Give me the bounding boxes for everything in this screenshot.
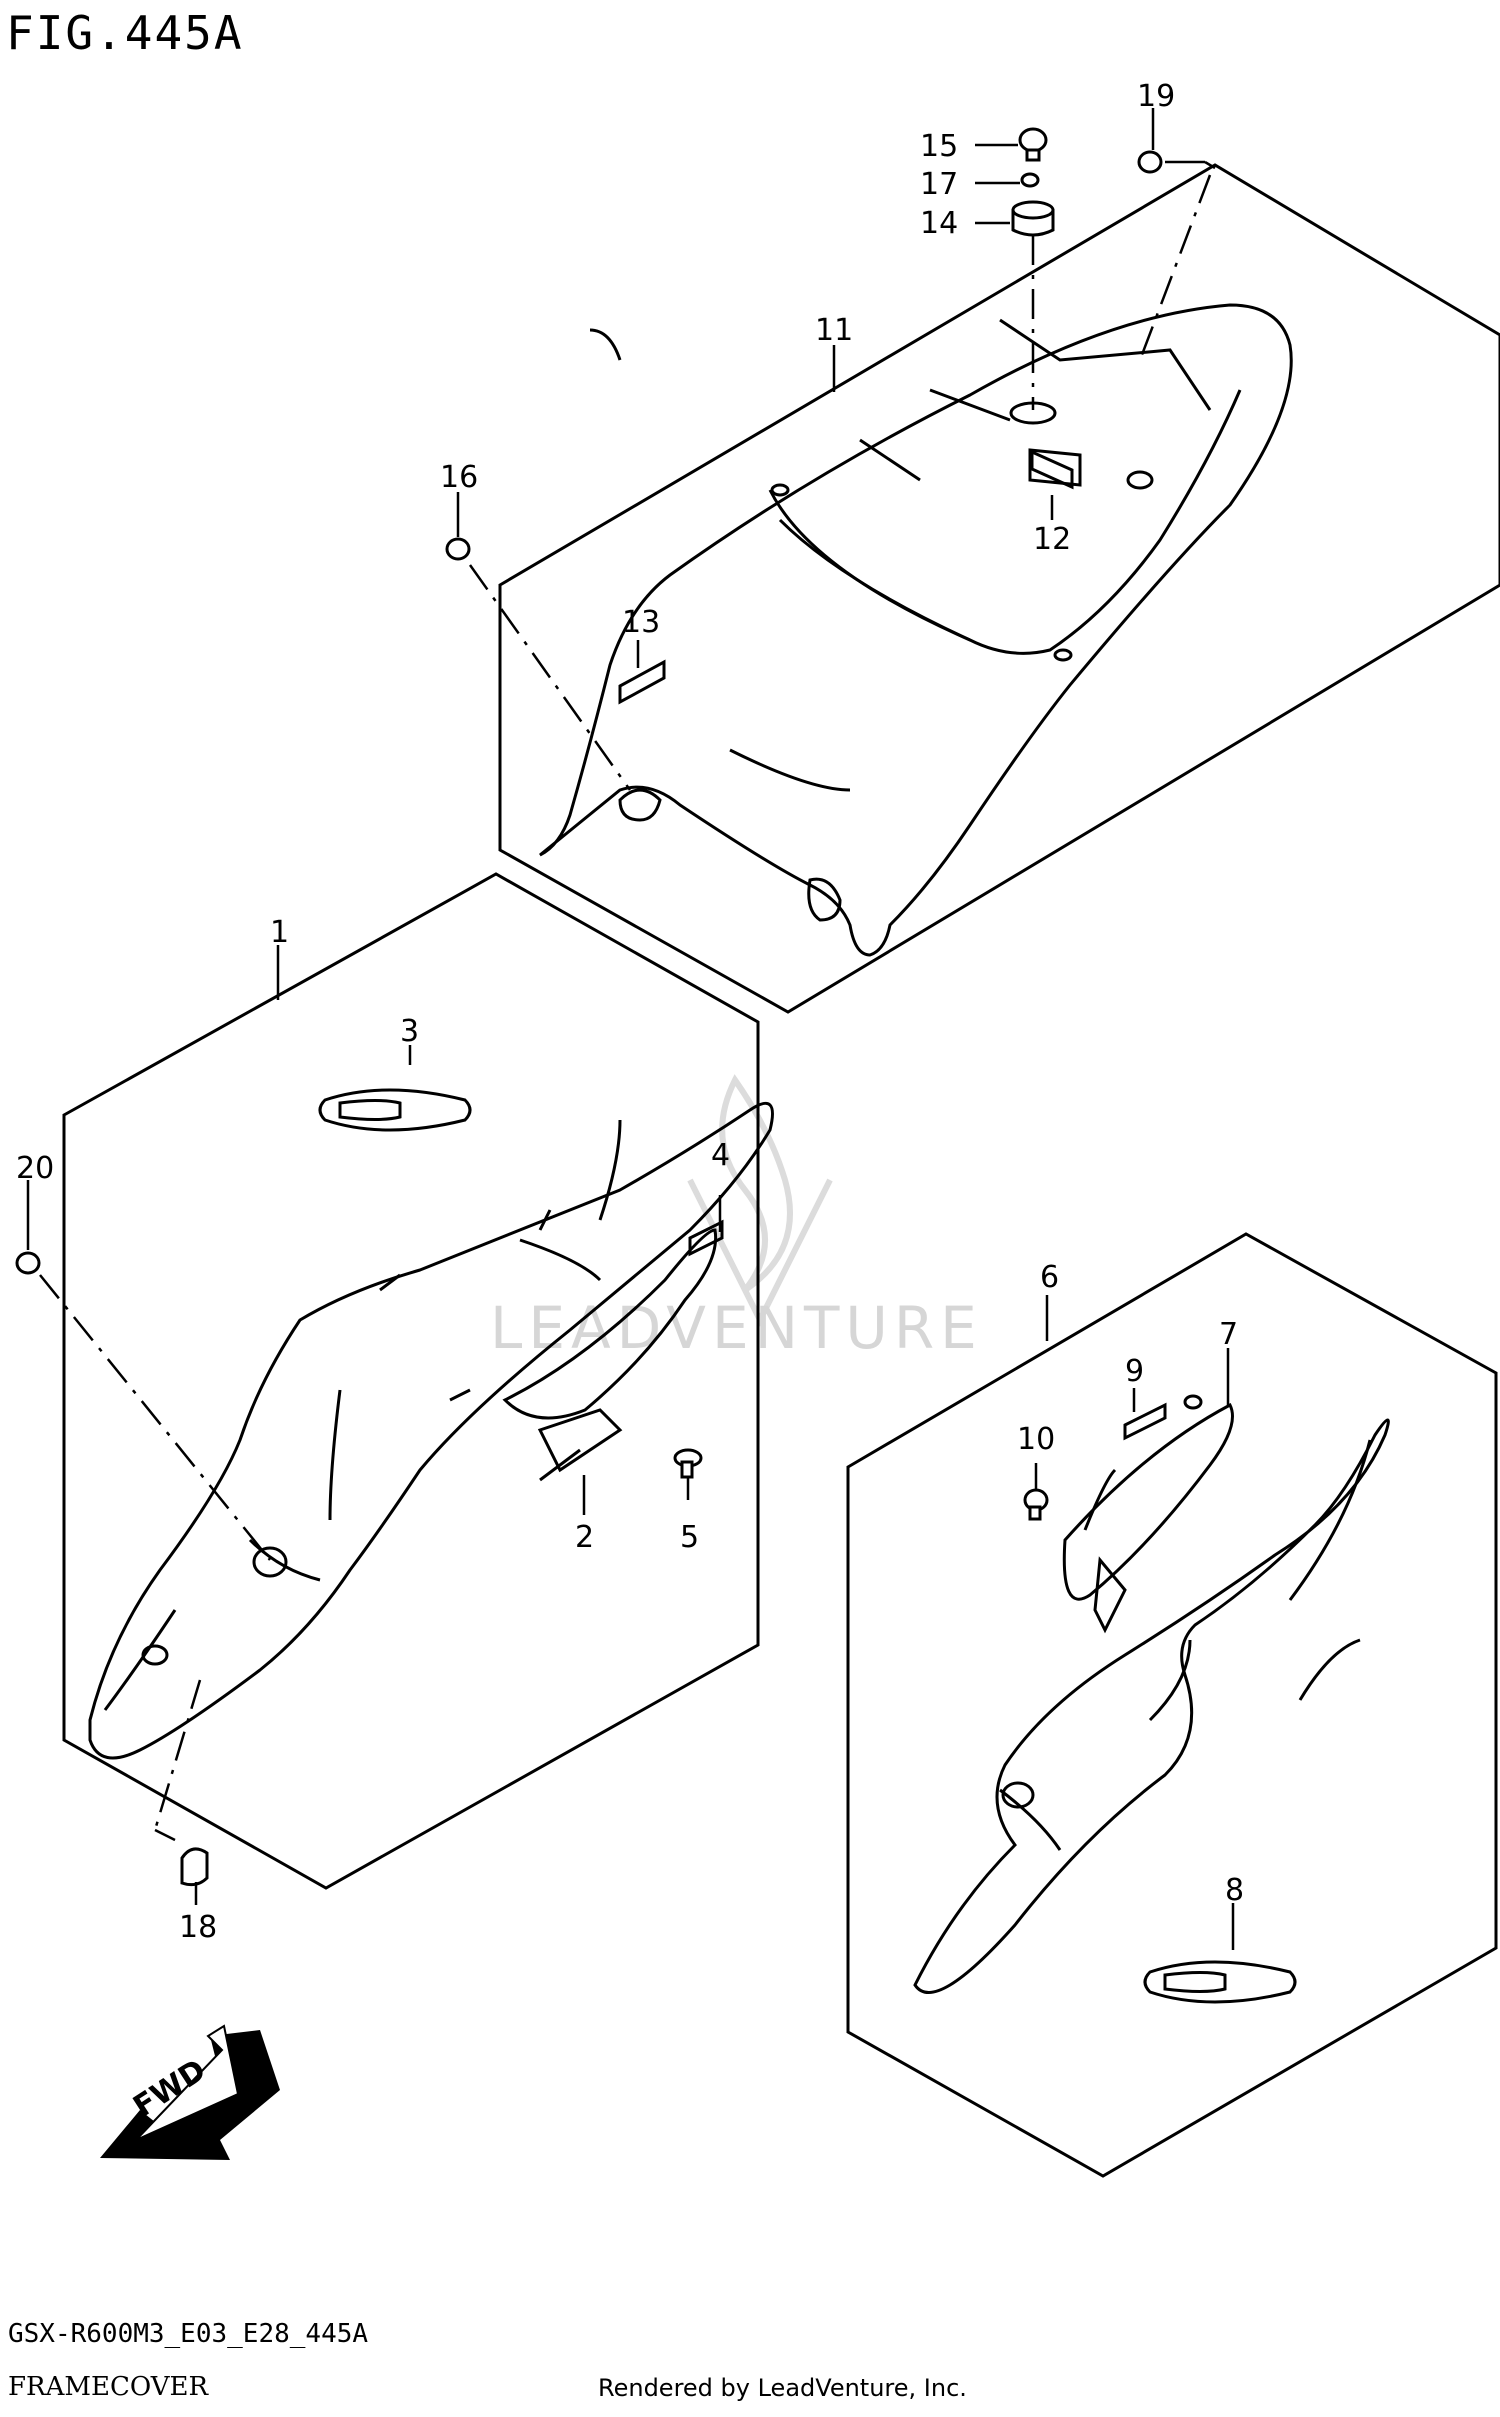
diagram-name: FRAMECOVER bbox=[8, 2372, 209, 2402]
callout-7: 7 bbox=[1219, 1317, 1238, 1352]
emblem-8-part bbox=[1143, 1960, 1297, 2004]
callout-1: 1 bbox=[270, 915, 289, 950]
callout-17: 17 bbox=[920, 167, 958, 202]
screw-10-part bbox=[1023, 1488, 1049, 1521]
fasteners-top bbox=[15, 127, 1163, 1887]
callout-19: 19 bbox=[1137, 79, 1175, 114]
callout-6: 6 bbox=[1040, 1260, 1059, 1295]
callout-18: 18 bbox=[179, 1910, 217, 1945]
callouts: 1 2 3 4 5 6 7 8 9 10 11 12 13 14 15 16 1… bbox=[16, 79, 1244, 1945]
credit-text: Rendered by LeadVenture, Inc. bbox=[598, 2374, 967, 2402]
callout-13: 13 bbox=[622, 605, 660, 640]
panel-frame-cover-right bbox=[846, 1232, 1498, 2178]
callout-8: 8 bbox=[1225, 1873, 1244, 1908]
frame-cover-left-part bbox=[88, 1101, 774, 1760]
callout-9: 9 bbox=[1125, 1354, 1144, 1389]
callout-2: 2 bbox=[575, 1520, 594, 1555]
label-13-part bbox=[618, 659, 666, 705]
callout-4: 4 bbox=[711, 1138, 730, 1173]
watermark: LEADVENTURE bbox=[490, 1074, 983, 1362]
fwd-arrow-icon: FWD bbox=[100, 2024, 280, 2160]
panel-tail-cover bbox=[498, 163, 1500, 1014]
callout-11: 11 bbox=[815, 313, 853, 348]
callout-10: 10 bbox=[1017, 1422, 1055, 1457]
frame-cover-right-part bbox=[913, 1394, 1390, 1994]
leader-lines bbox=[26, 108, 1235, 1950]
callout-3: 3 bbox=[400, 1014, 419, 1049]
dashed-leaders bbox=[39, 174, 1212, 1831]
screw-5-part bbox=[673, 1448, 703, 1479]
panel-frame-cover-left bbox=[62, 872, 760, 1890]
emblem-3-part bbox=[318, 1088, 472, 1132]
diagram-code: GSX-R600M3_E03_E28_445A bbox=[8, 2319, 369, 2349]
tail-cowl-part bbox=[539, 303, 1293, 957]
callout-5: 5 bbox=[680, 1520, 699, 1555]
callout-20: 20 bbox=[16, 1151, 54, 1186]
watermark-text: LEADVENTURE bbox=[490, 1294, 983, 1362]
trim-piece-7-part bbox=[1062, 1402, 1234, 1634]
trim-piece-2-part bbox=[502, 1228, 718, 1482]
label-9-part bbox=[1123, 1402, 1167, 1441]
callout-16: 16 bbox=[440, 460, 478, 495]
label-12-part bbox=[1030, 449, 1074, 490]
callout-12: 12 bbox=[1033, 522, 1071, 557]
label-4-part bbox=[688, 1219, 724, 1257]
figure-title: FIG.445A bbox=[6, 6, 244, 60]
callout-14: 14 bbox=[920, 206, 958, 241]
callout-15: 15 bbox=[920, 129, 958, 164]
